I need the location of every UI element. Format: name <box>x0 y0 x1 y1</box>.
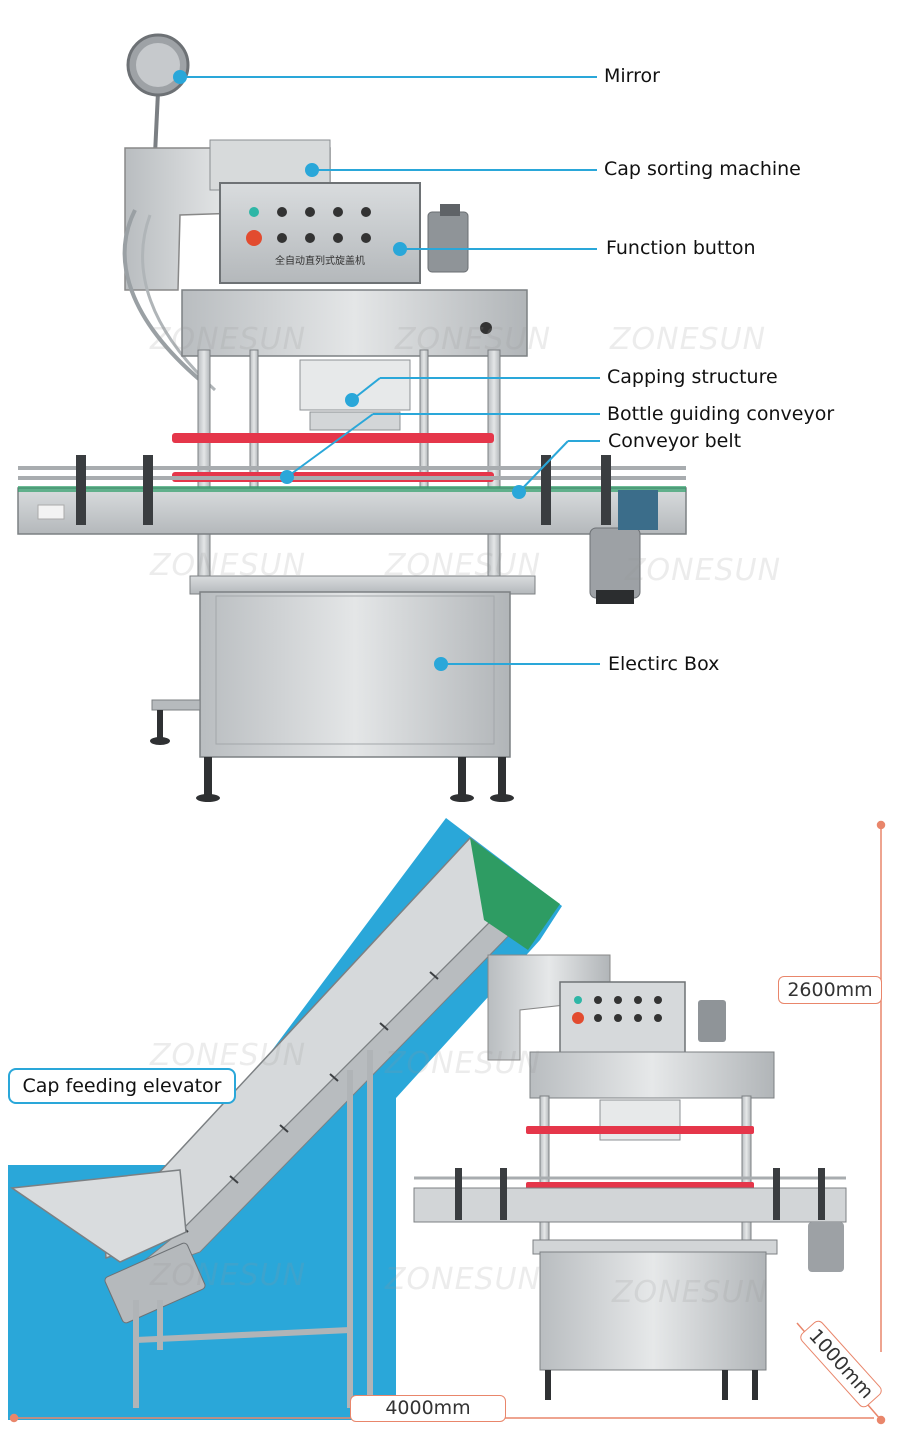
watermark: ZONESUN <box>385 1262 542 1297</box>
callout-electric-box: Electirc Box <box>608 653 720 675</box>
panel-chinese-text: 全自动直列式旋盖机 <box>275 254 365 267</box>
watermark: ZONESUN <box>385 1046 542 1081</box>
dimension-length: 4000mm <box>350 1395 506 1422</box>
machine-illustration-top: 全自动直列式旋盖机 <box>17 33 687 802</box>
callout-cap-sorting-machine: Cap sorting machine <box>604 158 801 180</box>
watermark: ZONESUN <box>150 322 307 357</box>
machine-small <box>413 954 847 1400</box>
upper-frame <box>181 289 528 357</box>
elevator-hopper <box>9 1169 187 1263</box>
callout-mirror: Mirror <box>604 65 660 87</box>
capping-head <box>299 359 411 431</box>
callout-lines <box>173 70 600 671</box>
watermark: ZONESUN <box>610 322 767 357</box>
callout-capping-structure: Capping structure <box>607 366 778 388</box>
watermark: ZONESUN <box>150 1258 307 1293</box>
watermark: ZONESUN <box>625 553 782 588</box>
dimension-height: 2600mm <box>778 976 882 1004</box>
elevator-label: Cap feeding elevator <box>8 1068 236 1104</box>
watermark: ZONESUN <box>395 322 552 357</box>
callout-conveyor-belt: Conveyor belt <box>608 430 742 452</box>
watermark: ZONESUN <box>612 1275 769 1310</box>
electric-cabinet <box>199 591 511 758</box>
control-panel: 全自动直列式旋盖机 <box>219 182 421 284</box>
watermark: ZONESUN <box>150 548 307 583</box>
bottle-conveyor-rail <box>17 466 687 535</box>
mirror-part <box>126 33 190 176</box>
watermark: ZONESUN <box>150 1038 307 1073</box>
watermark: ZONESUN <box>385 548 542 583</box>
callout-bottle-guiding-conveyor: Bottle guiding conveyor <box>607 403 835 425</box>
callout-function-button: Function button <box>606 237 756 259</box>
